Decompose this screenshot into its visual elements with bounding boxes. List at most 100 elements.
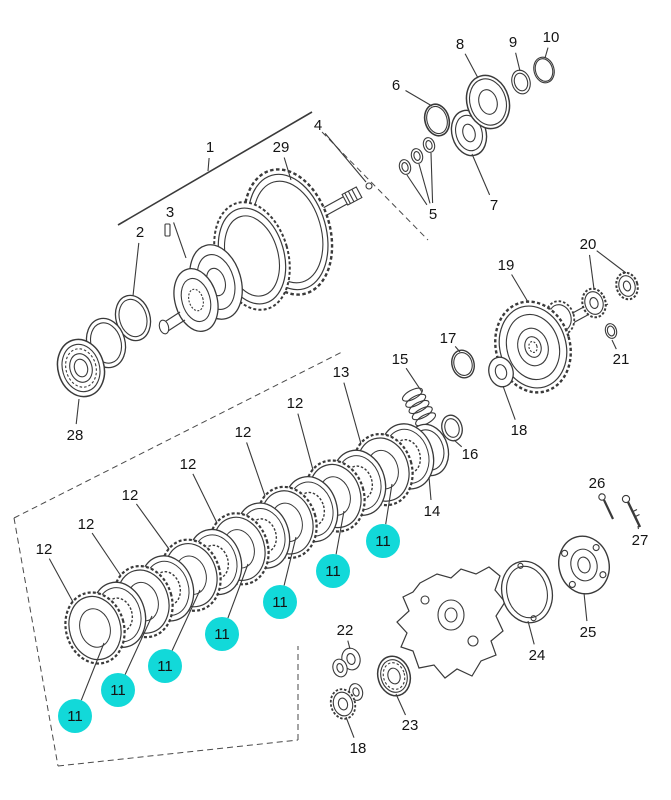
callout-29: 29 bbox=[273, 139, 290, 156]
highlight-circle-11[interactable] bbox=[148, 649, 182, 683]
callout-12: 12 bbox=[122, 487, 139, 504]
gasket bbox=[500, 560, 554, 624]
callout-7: 7 bbox=[490, 197, 498, 214]
leader-line bbox=[80, 642, 105, 701]
callout-8: 8 bbox=[456, 36, 464, 53]
housing-section bbox=[329, 493, 642, 720]
snap-ring bbox=[533, 56, 555, 84]
callout-28: 28 bbox=[67, 427, 84, 444]
output-gear bbox=[494, 300, 572, 394]
leader-line bbox=[511, 274, 529, 303]
leader-line bbox=[406, 174, 428, 206]
callout-11[interactable]: 11 bbox=[214, 626, 230, 643]
leader-line bbox=[75, 398, 80, 425]
leader-line bbox=[611, 339, 617, 350]
check-ball bbox=[365, 182, 373, 190]
bearing-flange bbox=[558, 535, 610, 595]
leader-line bbox=[246, 442, 266, 497]
thrust-washer bbox=[488, 356, 514, 388]
assembly-bracket-line bbox=[117, 111, 313, 226]
leader-line bbox=[405, 90, 433, 107]
highlight-circle-11[interactable] bbox=[58, 699, 92, 733]
ball-bearing bbox=[56, 338, 106, 398]
small-ring bbox=[422, 137, 436, 153]
shaft-key bbox=[164, 223, 171, 237]
leader-line bbox=[544, 47, 549, 59]
callout-22: 22 bbox=[337, 622, 354, 639]
callout-27: 27 bbox=[632, 532, 649, 549]
leader-line bbox=[132, 242, 140, 297]
leader-line bbox=[453, 439, 463, 448]
leader-line bbox=[430, 152, 434, 204]
callout-23: 23 bbox=[402, 717, 419, 734]
leader-line bbox=[527, 620, 535, 645]
small-ring bbox=[398, 159, 412, 175]
callout-4: 4 bbox=[314, 117, 322, 134]
output-gear-assembly bbox=[401, 271, 639, 442]
large-plate-ring bbox=[465, 74, 511, 130]
leader-line bbox=[515, 52, 521, 72]
leader-line bbox=[135, 503, 170, 550]
leader-line bbox=[173, 222, 187, 259]
callout-20: 20 bbox=[580, 236, 597, 253]
callout-11[interactable]: 11 bbox=[325, 563, 341, 580]
callout-12: 12 bbox=[180, 456, 197, 473]
callout-11[interactable]: 11 bbox=[375, 533, 391, 550]
callout-13: 13 bbox=[333, 364, 350, 381]
leader-line bbox=[171, 589, 201, 651]
callout-11[interactable]: 11 bbox=[67, 708, 83, 725]
callout-5: 5 bbox=[429, 206, 437, 223]
callout-19: 19 bbox=[498, 257, 515, 274]
callout-26: 26 bbox=[589, 475, 606, 492]
callout-2: 2 bbox=[136, 224, 144, 241]
front-flange bbox=[173, 268, 219, 332]
callout-10: 10 bbox=[543, 29, 560, 46]
bolt bbox=[598, 493, 614, 520]
leader-line bbox=[227, 563, 249, 619]
highlight-circle-11[interactable] bbox=[263, 585, 297, 619]
leader-line bbox=[471, 153, 491, 196]
leader-line bbox=[283, 536, 297, 586]
callout-3: 3 bbox=[166, 204, 174, 221]
highlight-circle-11[interactable] bbox=[316, 554, 350, 588]
splined-hub bbox=[615, 271, 639, 301]
callout-11[interactable]: 11 bbox=[157, 658, 173, 675]
left-bearing-rings bbox=[56, 294, 152, 398]
leader-line bbox=[124, 615, 153, 675]
callout-15: 15 bbox=[392, 351, 409, 368]
roller-bearing bbox=[376, 655, 412, 697]
small-ring bbox=[410, 148, 424, 164]
callout-18: 18 bbox=[511, 422, 528, 439]
callout-21: 21 bbox=[613, 351, 630, 368]
bolt bbox=[621, 494, 642, 528]
leader-line bbox=[405, 367, 423, 393]
callout-12: 12 bbox=[287, 395, 304, 412]
highlight-circle-11[interactable] bbox=[366, 524, 400, 558]
highlight-circle-11[interactable] bbox=[205, 617, 239, 651]
leader-line bbox=[588, 254, 595, 290]
leader-line bbox=[454, 346, 461, 353]
leader-line bbox=[297, 413, 314, 471]
retainer-ring bbox=[441, 414, 463, 442]
callout-17: 17 bbox=[440, 330, 457, 347]
leader-line bbox=[343, 382, 362, 445]
leader-line bbox=[418, 163, 431, 204]
washer bbox=[332, 658, 348, 678]
leader-line bbox=[91, 532, 122, 577]
callout-24: 24 bbox=[529, 647, 546, 664]
callout-11[interactable]: 11 bbox=[272, 594, 288, 611]
highlight-circle-11[interactable] bbox=[101, 673, 135, 707]
splined-hub bbox=[581, 287, 607, 319]
seal-ring bbox=[511, 69, 531, 95]
leader-line bbox=[345, 716, 355, 738]
callout-25: 25 bbox=[580, 624, 597, 641]
o-ring bbox=[423, 103, 451, 137]
callout-11[interactable]: 11 bbox=[110, 682, 126, 699]
leader-line bbox=[502, 385, 516, 420]
leader-line bbox=[347, 640, 351, 650]
splined-shaft-tip bbox=[341, 186, 363, 206]
callout-12: 12 bbox=[36, 541, 53, 558]
leader-line bbox=[192, 473, 218, 524]
